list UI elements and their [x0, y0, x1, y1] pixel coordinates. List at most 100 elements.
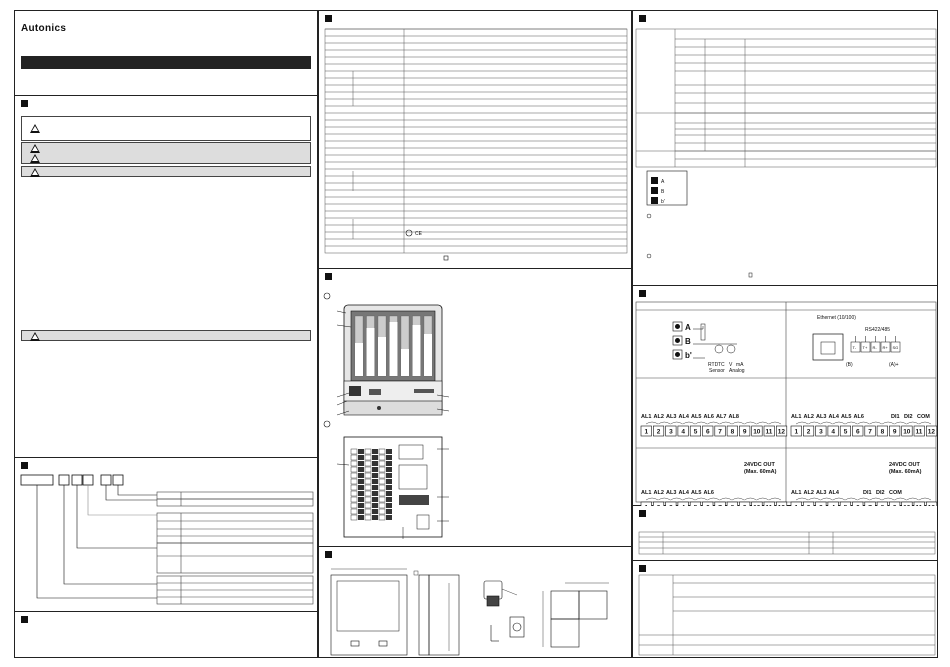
terminal-number: 8	[731, 505, 735, 507]
ethernet-label: Ethernet (10/100)	[817, 315, 856, 321]
terminal-number: 11	[916, 429, 923, 436]
rtd-label: RTD	[708, 362, 719, 368]
terminal-number: 6	[856, 505, 860, 507]
terminal-number: 4	[831, 429, 835, 436]
section-sold-separately	[633, 506, 937, 561]
terminal-number: 11	[766, 505, 773, 507]
terminal-number: 10	[753, 505, 761, 507]
section-marker	[639, 15, 646, 22]
section-marker	[639, 565, 646, 572]
alarm-label: AL4	[829, 414, 840, 420]
terminal-block-2: 24VDC OUT(Max. 60mA)AL1AL2AL3AL4AL5AL612…	[640, 462, 788, 507]
alarm-label: AL5	[841, 414, 851, 420]
di-label: COM	[889, 490, 902, 496]
caution-icon	[30, 168, 40, 177]
terminal-number: 2	[807, 429, 811, 436]
dc-out-label: 24VDC OUT	[889, 462, 921, 468]
rs-label: RS422/485	[865, 327, 890, 333]
alarm-label: AL2	[804, 490, 814, 496]
terminal-number: 7	[868, 429, 872, 436]
terminal-number: 12	[778, 429, 786, 436]
caution-box	[21, 166, 311, 177]
alarm-label: AL4	[679, 414, 690, 420]
dc-out-label: 24VDC OUT	[744, 462, 776, 468]
legend-terminal-0: A	[661, 179, 665, 185]
alarm-label: AL5	[691, 414, 701, 420]
alarm-label: AL8	[729, 414, 739, 420]
column-middle: CE	[318, 10, 632, 658]
input-type-table: ABb'	[635, 28, 937, 278]
terminal-number: 1	[795, 505, 799, 507]
rs-pin-3: R+	[883, 345, 889, 350]
dc-out-label: (Max. 60mA)	[889, 469, 922, 475]
caution-icon	[30, 332, 40, 341]
specifications-table: CE	[324, 28, 628, 261]
alarm-label: AL6	[704, 490, 714, 496]
terminal-number: 9	[893, 505, 897, 507]
product-title-bar	[21, 56, 311, 69]
di-label: COM	[917, 414, 930, 420]
terminal-number: 9	[743, 429, 747, 436]
terminal-number: 1	[645, 505, 649, 507]
terminal-number: 5	[694, 429, 698, 436]
analog-label: Analog	[729, 368, 745, 374]
v-label: V	[729, 362, 733, 368]
terminal-number: 1	[795, 429, 799, 436]
alarm-label: AL1	[641, 490, 651, 496]
terminal-number: 11	[766, 429, 773, 436]
caution-notice-box	[21, 116, 311, 141]
alarm-label: AL3	[666, 490, 676, 496]
column-left: Autonics	[14, 10, 318, 658]
terminal-number: 3	[819, 429, 823, 436]
sensor-label: Sensor	[709, 368, 725, 374]
section-unit-description	[319, 269, 631, 547]
terminal-number: 2	[657, 429, 661, 436]
section-marker	[21, 616, 28, 623]
section-dimensions	[319, 547, 631, 659]
terminal-number: 3	[669, 429, 673, 436]
terminal-number: 4	[681, 429, 685, 436]
section-marker	[325, 551, 332, 558]
rs-pin-2: R-	[873, 345, 878, 350]
terminal-number: 4	[831, 505, 835, 507]
alarm-label: AL4	[829, 490, 840, 496]
section-ordering	[15, 458, 317, 612]
alarm-label: AL3	[816, 490, 826, 496]
terminal-number: 8	[731, 429, 735, 436]
ordering-diagram	[20, 474, 314, 605]
ma-label: mA	[736, 362, 744, 368]
section-safety	[15, 96, 317, 458]
alarm-label: AL5	[691, 490, 701, 496]
tc-label: TC	[718, 362, 725, 368]
sensor-terminal-0: A	[685, 323, 691, 332]
terminal-number: 7	[718, 429, 722, 436]
terminal-number: 6	[706, 505, 710, 507]
terminal-number: 2	[807, 505, 811, 507]
terminal-number: 2	[657, 505, 661, 507]
section-marker	[639, 510, 646, 517]
section-header: Autonics	[15, 11, 317, 96]
rs-pin-4: SG	[893, 345, 899, 350]
warning-box	[21, 142, 311, 164]
sensor-terminal-1: B	[685, 337, 691, 346]
terminal-number: 4	[681, 505, 685, 507]
alarm-label: AL1	[791, 490, 801, 496]
terminal-number: 5	[844, 505, 848, 507]
section-specifications: CE	[319, 11, 631, 269]
terminal-number: 7	[718, 505, 722, 507]
alarm-label: AL3	[666, 414, 676, 420]
rs-pin-1: T+	[863, 345, 868, 350]
alarm-label: AL4	[679, 490, 690, 496]
terminal-number: 8	[881, 429, 885, 436]
rs-pin-0: T-	[853, 345, 857, 350]
brand-logo: Autonics	[21, 23, 67, 34]
section-marker	[21, 462, 28, 469]
terminal-number: 7	[868, 505, 872, 507]
terminal-number: 3	[819, 505, 823, 507]
warning-icon	[30, 144, 40, 153]
